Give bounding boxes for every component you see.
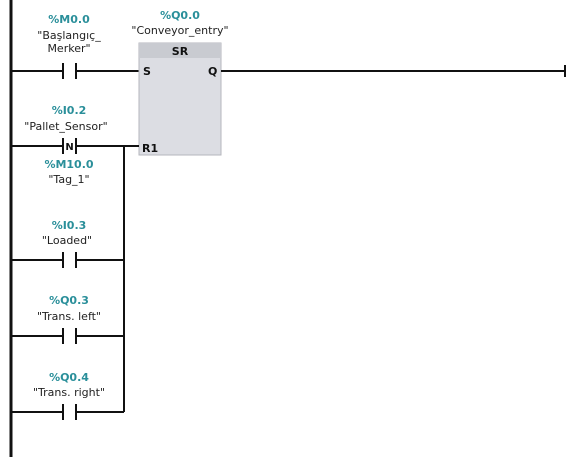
contact-symbol: "Pallet_Sensor" [24,120,107,133]
sr-block-title: SR [172,45,189,58]
contact-m0-0[interactable]: %M0.0 "Başlangıç_ Merker" [11,13,139,79]
contact-i0-3[interactable]: %I0.3 "Loaded" [11,219,124,268]
contact-address: %Q0.3 [49,294,89,307]
sr-pin-q: Q [208,65,217,78]
sr-block-body [138,42,222,156]
contact-address: %M10.0 [44,158,93,171]
sr-address: %Q0.0 [160,9,200,22]
contact-symbol: "Başlangıç_ [37,29,101,42]
contact-address: %Q0.4 [49,371,89,384]
sr-block[interactable]: %Q0.0 "Conveyor_entry" SR S Q R1 [131,9,229,156]
sr-block-header [139,43,221,58]
contact-symbol: "Tag_1" [48,173,89,186]
contact-address: %I0.2 [52,104,87,117]
contact-q0-4[interactable]: %Q0.4 "Trans. right" [11,371,124,420]
edge-memory-m10-0[interactable]: %M10.0 "Tag_1" [44,158,93,186]
contact-address: %M0.0 [48,13,90,26]
contact-q0-3[interactable]: %Q0.3 "Trans. left" [11,294,124,344]
contact-i0-2[interactable]: N %I0.2 "Pallet_Sensor" [11,104,139,154]
sr-pin-s: S [143,65,151,78]
sr-pin-r1: R1 [142,142,158,155]
contact-address: %I0.3 [52,219,87,232]
contact-symbol: "Trans. right" [33,386,105,399]
contact-symbol: "Trans. left" [37,310,101,323]
edge-label-n: N [65,142,73,153]
contact-symbol-line2: Merker" [47,42,90,55]
contact-symbol: "Loaded" [42,234,92,247]
sr-symbol: "Conveyor_entry" [131,24,228,37]
